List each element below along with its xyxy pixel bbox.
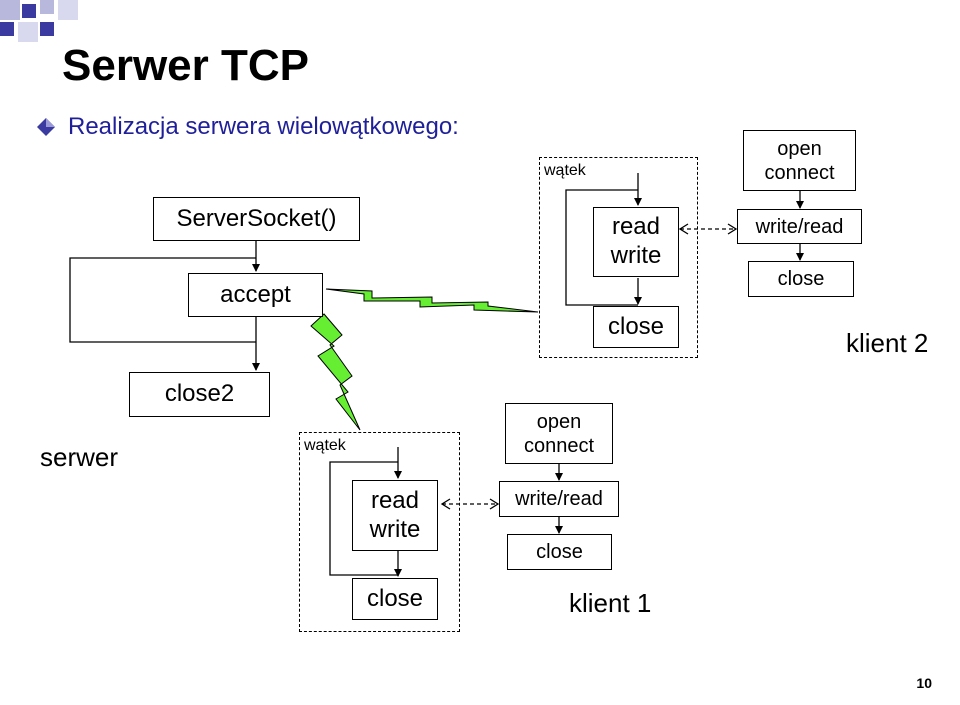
- slide-title: Serwer TCP: [62, 41, 309, 90]
- decorative-square-4: [58, 0, 78, 20]
- subtitle-row: Realizacja serwera wielowątkowego:: [36, 112, 459, 142]
- decorative-square-5: [0, 22, 14, 36]
- decorative-square-3: [40, 0, 54, 14]
- close2-box: close2: [129, 372, 270, 417]
- accept-label: accept: [220, 280, 291, 308]
- client2-connect: connect: [764, 161, 835, 184]
- lightning-bolt-bottom: [310, 313, 361, 431]
- accept-loop-line: [69, 257, 256, 343]
- decorative-square-2: [22, 4, 36, 18]
- client2-name: klient 2: [846, 328, 929, 358]
- thread-top-frame: wątek: [539, 157, 698, 358]
- thread-bottom-frame: wątek: [299, 432, 460, 632]
- close2-label: close2: [164, 380, 235, 408]
- thread-bottom-label: wątek: [304, 437, 346, 454]
- client1-close-box: close: [507, 534, 612, 570]
- lightning-bolt-top: [325, 288, 539, 313]
- client2-close-box: close: [748, 261, 854, 297]
- bottom-thread-loop-line: [329, 461, 398, 576]
- client1-open: open: [536, 410, 582, 433]
- thread-bottom-write: write: [369, 515, 421, 543]
- diamond-bullet-icon: [37, 118, 55, 136]
- accept-box: accept: [188, 273, 323, 317]
- thread-bottom-read: read: [370, 486, 420, 514]
- thread-bottom-close: close: [366, 584, 424, 612]
- server-label: serwer: [40, 442, 119, 472]
- client1-name: klient 1: [569, 588, 652, 618]
- serversocket-box: ServerSocket(): [153, 197, 360, 241]
- thread-top-write: write: [610, 242, 662, 269]
- thread-bottom-readwrite-box: read write: [352, 480, 438, 551]
- thread-top-close-box: close: [593, 306, 679, 348]
- decorative-square-6: [18, 22, 38, 42]
- client1-open-connect-box: open connect: [505, 403, 613, 464]
- decorative-square-1: [0, 0, 20, 20]
- client2-close: close: [777, 268, 825, 290]
- thread-top-close: close: [607, 312, 665, 340]
- page-number: 10: [916, 675, 932, 691]
- thread-bottom-close-box: close: [352, 578, 438, 620]
- slide-subtitle: Realizacja serwera wielowątkowego:: [68, 113, 459, 140]
- thread-top-label: wątek: [544, 162, 586, 179]
- client1-connect: connect: [523, 434, 595, 457]
- decorative-square-7: [40, 22, 54, 36]
- client1-close: close: [536, 541, 583, 563]
- thread-top-readwrite-box: read write: [593, 207, 679, 277]
- client2-writeread: write/read: [755, 215, 844, 238]
- thread-top-read: read: [611, 213, 661, 241]
- serversocket-label: ServerSocket(): [176, 204, 337, 232]
- client1-writeread: write/read: [515, 488, 603, 510]
- client1-writeread-box: write/read: [499, 481, 619, 517]
- client2-writeread-box: write/read: [737, 209, 862, 244]
- client2-open: open: [777, 137, 822, 160]
- top-thread-loop-line: [565, 189, 638, 306]
- client2-open-connect-box: open connect: [743, 130, 856, 191]
